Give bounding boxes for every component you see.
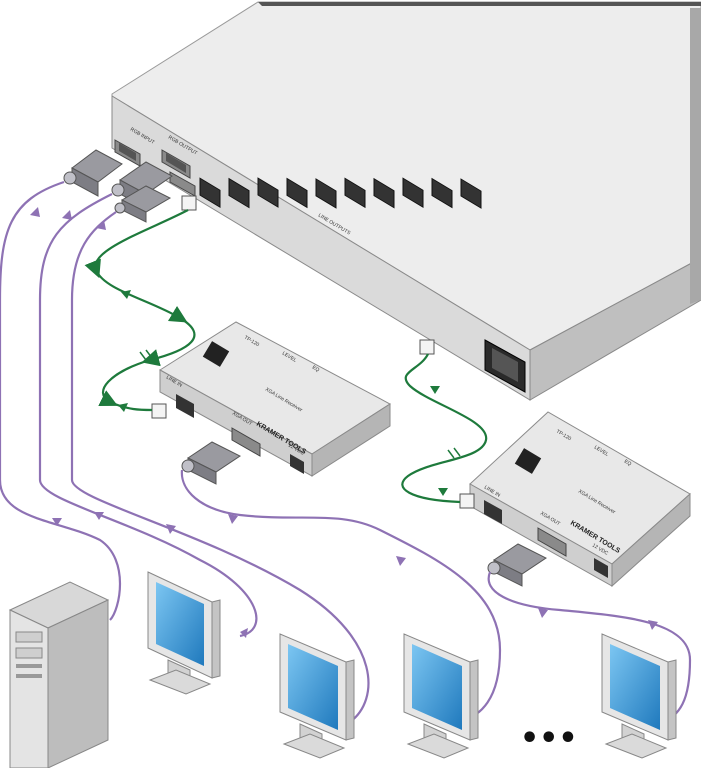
- rj45-plug-receiver-1: [151, 403, 167, 419]
- vga-arrow-11: [240, 628, 248, 638]
- vga-plug-receiver-2: [487, 543, 547, 587]
- tp-arrow-4: [438, 488, 448, 496]
- receiver-2-line-in-port: [484, 500, 502, 524]
- rj45-plug-amp-2: [419, 339, 435, 355]
- vga-arrow-9: [538, 608, 548, 618]
- receiver-1-eq: EQ: [311, 365, 320, 374]
- vga-arrow-1: [30, 207, 40, 217]
- tp-arrow-3: [430, 386, 440, 394]
- receiver-2-power-jack: [594, 558, 608, 578]
- vga-plug-input: [63, 149, 123, 197]
- vga-cable-monitor-3: [180, 469, 502, 724]
- vga-arrow-2: [62, 210, 72, 220]
- vga-plugs: [63, 149, 547, 587]
- rj45-port-10: [460, 178, 482, 209]
- vga-plug-output-2: [114, 185, 172, 223]
- receiver-1: KRAMER TOOLS XGA Line Receiver TP-120 LE…: [159, 321, 391, 477]
- receiver-1-power-jack: [290, 454, 304, 474]
- tp-break-marks: [139, 349, 461, 459]
- monitor-2-screen: [288, 644, 338, 730]
- vga-arrow-3: [96, 220, 106, 230]
- monitor-3: [403, 633, 479, 759]
- tp-cable-2: [401, 353, 488, 504]
- tp-cable-1: [84, 209, 196, 412]
- vga-cable-monitor-2: [70, 211, 370, 723]
- vga-arrow-8: [396, 556, 406, 566]
- monitor-3-screen: [412, 644, 462, 730]
- vga-arrow-5: [94, 512, 104, 520]
- line-output-ports: [199, 177, 482, 209]
- kramer-logo-2: [514, 448, 542, 474]
- tp-arrow-1: [121, 290, 131, 299]
- vga-arrow-6: [166, 524, 176, 534]
- monitor-2: [279, 633, 355, 759]
- rj45-port-2: [228, 177, 250, 209]
- twisted-pair-cables: [84, 209, 488, 504]
- receiver-2-eq: EQ: [623, 459, 632, 468]
- continuation-dots: •••: [520, 721, 578, 756]
- rj45-plugs: [151, 195, 475, 509]
- vga-cable-pc: [0, 180, 121, 621]
- tp-arrows: [118, 290, 448, 496]
- rj45-port-7: [373, 177, 395, 209]
- rj45-port-6: [344, 177, 366, 209]
- pc-tower: [8, 581, 110, 768]
- vga-cable-monitor-1: [38, 193, 258, 638]
- rj45-plug-amp-1: [181, 195, 197, 211]
- rj45-plug-receiver-2: [459, 493, 475, 509]
- vga-arrow-10: [648, 620, 658, 630]
- kramer-logo: [202, 341, 230, 367]
- monitor-1-screen: [156, 582, 204, 666]
- vga-arrow-7: [228, 514, 238, 524]
- rj45-port-5: [315, 178, 337, 209]
- receiver-2-xga-out-port: [537, 527, 567, 557]
- monitor-1: [147, 571, 221, 695]
- receiver-2: KRAMER TOOLS XGA Line Receiver TP-120 LE…: [469, 411, 691, 588]
- rgb-output-connector: [161, 149, 191, 179]
- vga-cable-monitor-4: [487, 571, 692, 726]
- power-inlet: [484, 339, 526, 393]
- receiver-1-xga-out-port: [231, 427, 261, 457]
- rj45-port-4: [286, 177, 308, 209]
- rj45-port-1: [199, 177, 221, 208]
- rj45-port-9: [431, 177, 453, 209]
- vga-cables: [0, 180, 692, 726]
- monitor-4-screen: [610, 644, 660, 730]
- vga-arrow-4: [52, 518, 62, 526]
- distribution-amplifier: RGB INPUT RGB OUTPUT LINE OUTPUTS: [111, 1, 701, 401]
- rj45-port-3: [257, 177, 279, 208]
- rj45-port-8: [402, 177, 424, 208]
- tp-arrow-2: [118, 403, 128, 412]
- vga-plug-receiver-1: [181, 441, 241, 485]
- monitor-4: [601, 633, 677, 759]
